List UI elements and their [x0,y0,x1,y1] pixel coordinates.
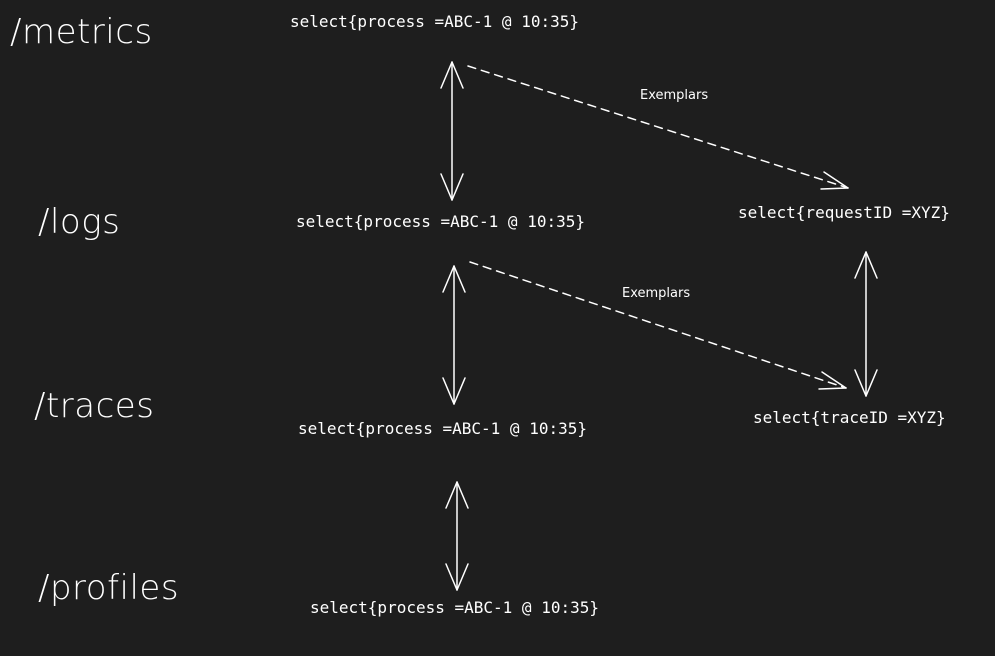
traces-query-node: select{process =ABC-1 @ 10:35} [298,419,587,438]
trace-id-query-node: select{traceID =XYZ} [753,408,946,427]
logs-query-node: select{process =ABC-1 @ 10:35} [296,212,585,231]
profiles-query-node: select{process =ABC-1 @ 10:35} [310,598,599,617]
traces-heading: /traces [34,386,155,426]
metrics-query-node: select{process =ABC-1 @ 10:35} [290,12,579,31]
logs-heading: /logs [38,202,121,242]
exemplars-label-metrics: Exemplars [640,88,709,103]
logs-traces-arrow [442,265,466,405]
profiles-heading: /profiles [38,568,180,608]
logs-exemplar-arrow [469,261,847,390]
request-id-query-node: select{requestID =XYZ} [738,203,950,222]
metrics-logs-arrow [440,61,464,201]
request-trace-arrow [854,251,878,397]
traces-profiles-arrow [445,481,469,591]
metrics-heading: /metrics [10,12,153,52]
metrics-exemplar-arrow [467,65,849,190]
exemplars-label-logs: Exemplars [622,286,691,301]
